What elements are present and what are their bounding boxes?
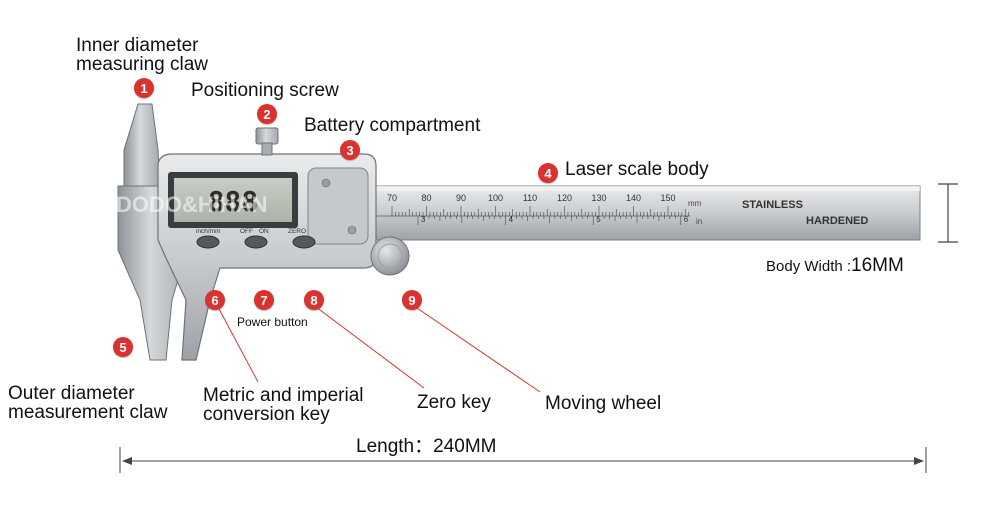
- label-power-button: Power button: [237, 315, 308, 329]
- scale-mm-label: 90: [456, 193, 466, 203]
- length-value: 240MM: [433, 436, 497, 457]
- badge-1: 1: [134, 78, 154, 98]
- scale-mm-label: 70: [387, 193, 397, 203]
- body-width-text: Body Width :: [766, 258, 852, 275]
- scale-beam: 70 80 90 100 110 120 130 140 150 3 4 5 6: [359, 185, 921, 241]
- scale-mm-label: 110: [523, 193, 537, 203]
- watermark: DODO&HIHAN: [116, 192, 268, 217]
- label-outer-claw: Outer diameter measurement claw: [8, 384, 167, 423]
- label-body-width: Body Width :16MM: [766, 256, 904, 275]
- label-battery-compartment: Battery compartment: [304, 115, 481, 136]
- badge-4: 4: [538, 163, 558, 183]
- scale-inch-label: 6: [684, 215, 689, 224]
- button-label-0: inch/mm: [196, 228, 221, 235]
- label-positioning-screw: Positioning screw: [191, 80, 339, 101]
- badge-6: 6: [205, 290, 225, 310]
- scale-mm-label: 120: [557, 193, 572, 203]
- scale-mm-label: 100: [488, 193, 503, 203]
- scale-mm-unit: mm: [688, 199, 702, 208]
- badge-8: 8: [304, 290, 324, 310]
- badge-5: 5: [113, 337, 133, 357]
- label-metric-key-line1: Metric and imperial: [203, 385, 364, 406]
- body-width-dimension: [938, 183, 958, 243]
- button-label-1: OFF: [240, 228, 253, 235]
- badge-2: 2: [257, 104, 277, 124]
- lcd-digits: 888: [208, 185, 259, 218]
- badge-7: 7: [254, 290, 274, 310]
- label-metric-key: Metric and imperial conversion key: [203, 386, 364, 425]
- leader-lines: [217, 305, 541, 393]
- length-dimension: [119, 447, 927, 473]
- scale-inch-unit: in: [696, 217, 702, 226]
- label-outer-claw-line1: Outer diameter: [8, 383, 135, 404]
- label-length: Length：240MM: [356, 437, 496, 456]
- engraving-stainless: STAINLESS: [742, 199, 803, 211]
- scale-mm-label: 150: [660, 193, 675, 203]
- label-metric-key-line2: conversion key: [203, 404, 330, 426]
- button-label-3: ZERO: [288, 228, 306, 235]
- badge-9: 9: [402, 290, 422, 310]
- engraving-hardened: HARDENED: [806, 215, 868, 227]
- length-text: Length：: [356, 436, 434, 457]
- scale-mm-label: 140: [626, 193, 641, 203]
- scale-inch-label: 3: [421, 215, 426, 224]
- scale-inch-label: 5: [596, 215, 601, 224]
- label-inner-claw-line2: measuring claw: [76, 54, 208, 76]
- body-width-value: 16MM: [851, 255, 904, 276]
- label-zero-key: Zero key: [417, 392, 491, 413]
- slider-body: 888 inch/mm OFF ON ZERO DODO&HIHAN: [116, 127, 377, 361]
- badge-3: 3: [340, 140, 360, 160]
- scale-mm-label: 80: [421, 193, 431, 203]
- label-moving-wheel: Moving wheel: [545, 393, 662, 414]
- scale-mm-label: 130: [591, 193, 606, 203]
- scale-inch-label: 4: [509, 215, 514, 224]
- label-inner-claw: Inner diameter measuring claw: [76, 36, 208, 75]
- button-label-2: ON: [259, 228, 269, 235]
- label-outer-claw-line2: measurement claw: [8, 402, 168, 424]
- label-inner-claw-line1: Inner diameter: [76, 35, 199, 56]
- moving-wheel: [370, 236, 410, 276]
- label-laser-scale-body: Laser scale body: [565, 159, 709, 180]
